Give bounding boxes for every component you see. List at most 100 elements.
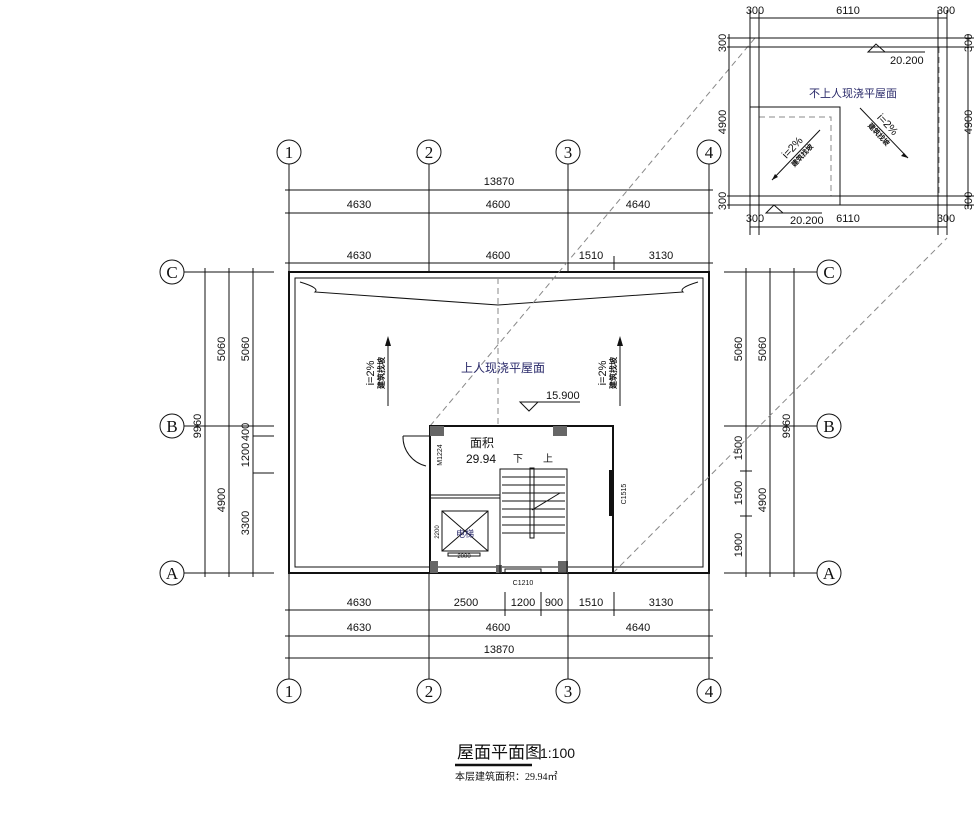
axis-4-bottom: 4 [705,682,714,701]
polygon-mark [901,153,908,158]
window-c1515: C1515 [621,484,628,505]
line-mark [531,492,561,511]
core-down-text: 下 [513,454,523,465]
line-mark [859,107,909,159]
axis-1-bottom: 1 [285,682,294,701]
drawing-title: 屋面平面图 1:100 本层建筑面积：29.94㎡ [455,743,575,783]
slope-arrow-right: i=2% 建筑找坡 [597,336,623,406]
rect-mark [430,561,438,573]
circle-mark [276,139,302,165]
roof-label: 上人现浇平屋面 [461,361,545,375]
door-label: M1224 [437,444,444,466]
bottom_dims-row2-0-text: 4630 [347,622,371,634]
axis-c-left: C [166,263,177,282]
circle-mark [159,413,185,439]
inset-top-0-text: 300 [746,5,764,17]
inset-elev1-text: 20.200 [890,55,924,67]
axis-c-right: C [823,263,834,282]
rect-mark [430,426,444,436]
bottom_dims-row1-1-text: 2500 [454,597,478,609]
stair-core: M1224 面积 29.94 下 上 电梯 2000 2200 C1515 C1… [402,425,628,587]
bottom_dims-row1-3-text: 900 [545,597,563,609]
top_dims-row3-0-text: 4630 [347,250,371,262]
polygon-mark [764,204,785,214]
line-mark [612,237,948,574]
right_dims-inner-1-text: 1500 [733,436,745,460]
rect-mark [429,494,501,499]
bottom_dims-total-text: 13870 [484,644,515,656]
core-up-text: 上 [543,453,553,465]
inset-roof-label: 不上人现浇平屋面 [809,87,897,100]
line-mark [429,37,756,427]
right_dims-inner-0-text: 5060 [733,337,745,361]
area-note: 本层建筑面积：29.94㎡ [455,770,558,783]
circle-mark [696,139,722,165]
axis-bubbles: 1 2 3 4 1 2 3 4 C B A C B A [159,139,842,704]
left_dims-inner-2-text: 1200 [240,443,252,467]
top_dims-row2-0-text: 4630 [347,199,371,211]
axis-4-top: 4 [705,143,714,162]
bottom_dims-row2-2-text: 4640 [626,622,650,634]
inset-side-1-text: 4900 [963,110,974,134]
roof-slope-text: i=2% [365,360,377,385]
bottom_dims-row1-4-text: 1510 [579,597,603,609]
axis-b-right: B [823,417,834,436]
bottom_dims-row1-0-text: 4630 [347,597,371,609]
right_dims-mid-1-text: 4900 [757,488,769,512]
inset-roof-plan: 300 6110 300 300 6110 300 300 4900 300 3… [717,5,974,235]
rect-mark [441,510,489,552]
rect-mark [504,568,542,574]
path-mark [402,435,430,467]
circle-mark [816,413,842,439]
top_dims-row2-2-text: 4640 [626,199,650,211]
axis-a-right: A [823,564,836,583]
rect-mark [529,467,535,539]
circle-mark [816,560,842,586]
top_dims-row3-3-text: 3130 [649,250,673,262]
circle-mark [159,560,185,586]
circle-mark [276,678,302,704]
right-dimensions: 5060 1500 1500 1900 5060 4900 9960 [733,268,795,577]
bottom_dims-row2-1-text: 4600 [486,622,510,634]
grid-lines [184,164,817,679]
roof-elevation: 15.900 [546,390,580,402]
axis-2-bottom: 2 [425,682,434,701]
polygon-mark [617,336,623,346]
top_dims-row3-1-text: 4600 [486,250,510,262]
axis-2-top: 2 [425,143,434,162]
title-name: 屋面平面图 [457,743,542,762]
rect-mark [447,552,481,557]
line-mark [771,129,821,181]
circle-mark [416,139,442,165]
inset-side-0-text: 300 [717,34,729,52]
stair-treads [502,467,565,539]
rect-mark [558,561,568,573]
right_dims-mid-0-text: 5060 [757,337,769,361]
roof-slope-text: i=2% [597,360,609,385]
axis-b-left: B [166,417,177,436]
rect-mark [288,271,710,574]
inset-bottom-1-text: 6110 [836,213,860,225]
top_dims-total-text: 13870 [484,176,515,188]
axis-a-left: A [166,564,179,583]
elevator-label: 电梯 [456,528,474,539]
polygon-mark [772,174,778,180]
inset-side-2-text: 300 [963,192,974,210]
inset-top-1-text: 6110 [836,5,860,17]
circle-mark [555,139,581,165]
top-dimensions: 13870 4630 4600 4640 4630 4600 1510 3130 [285,176,713,270]
polygon-mark [866,43,887,53]
rect-mark [553,426,567,436]
core-elev_d-text: 2200 [435,525,441,539]
inset-bottom-2-text: 300 [937,213,955,225]
area-label: 面积 [470,436,494,450]
right_dims-inner-2-text: 1500 [733,481,745,505]
rect-mark [294,277,704,568]
rect-mark [609,470,613,516]
left_dims-mid-0-text: 5060 [216,337,228,361]
area-value: 29.94 [466,452,496,466]
left_dims-inner-0-text: 5060 [240,337,252,361]
left_dims-mid-1-text: 4900 [216,488,228,512]
window-c1210: C1210 [513,580,534,587]
